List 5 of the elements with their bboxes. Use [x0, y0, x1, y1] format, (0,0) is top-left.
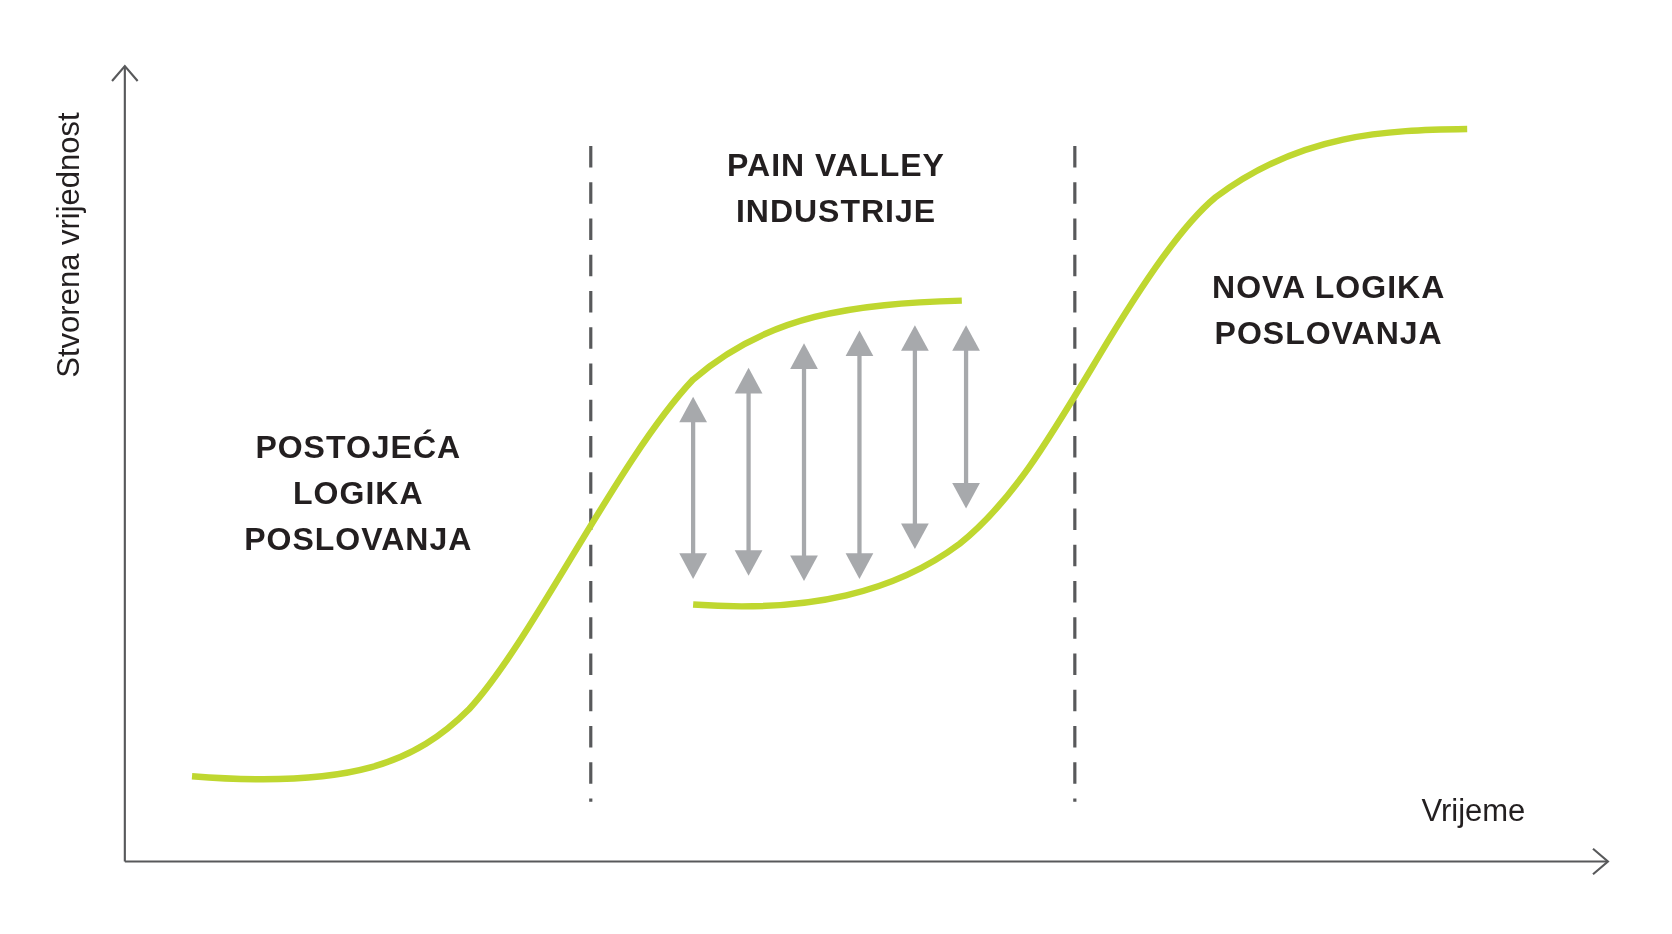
region-label: NOVA LOGIKA POSLOVANJA — [1211, 268, 1447, 354]
region-heading: PAIN VALLEY INDUSTRIJE — [726, 145, 946, 231]
region-label: POSTOJEĆA LOGIKA POSLOVANJA — [243, 428, 474, 560]
y-axis-label: Stvorena vrijednost — [51, 112, 88, 378]
x-axis-label: Vrijeme — [1421, 793, 1526, 830]
